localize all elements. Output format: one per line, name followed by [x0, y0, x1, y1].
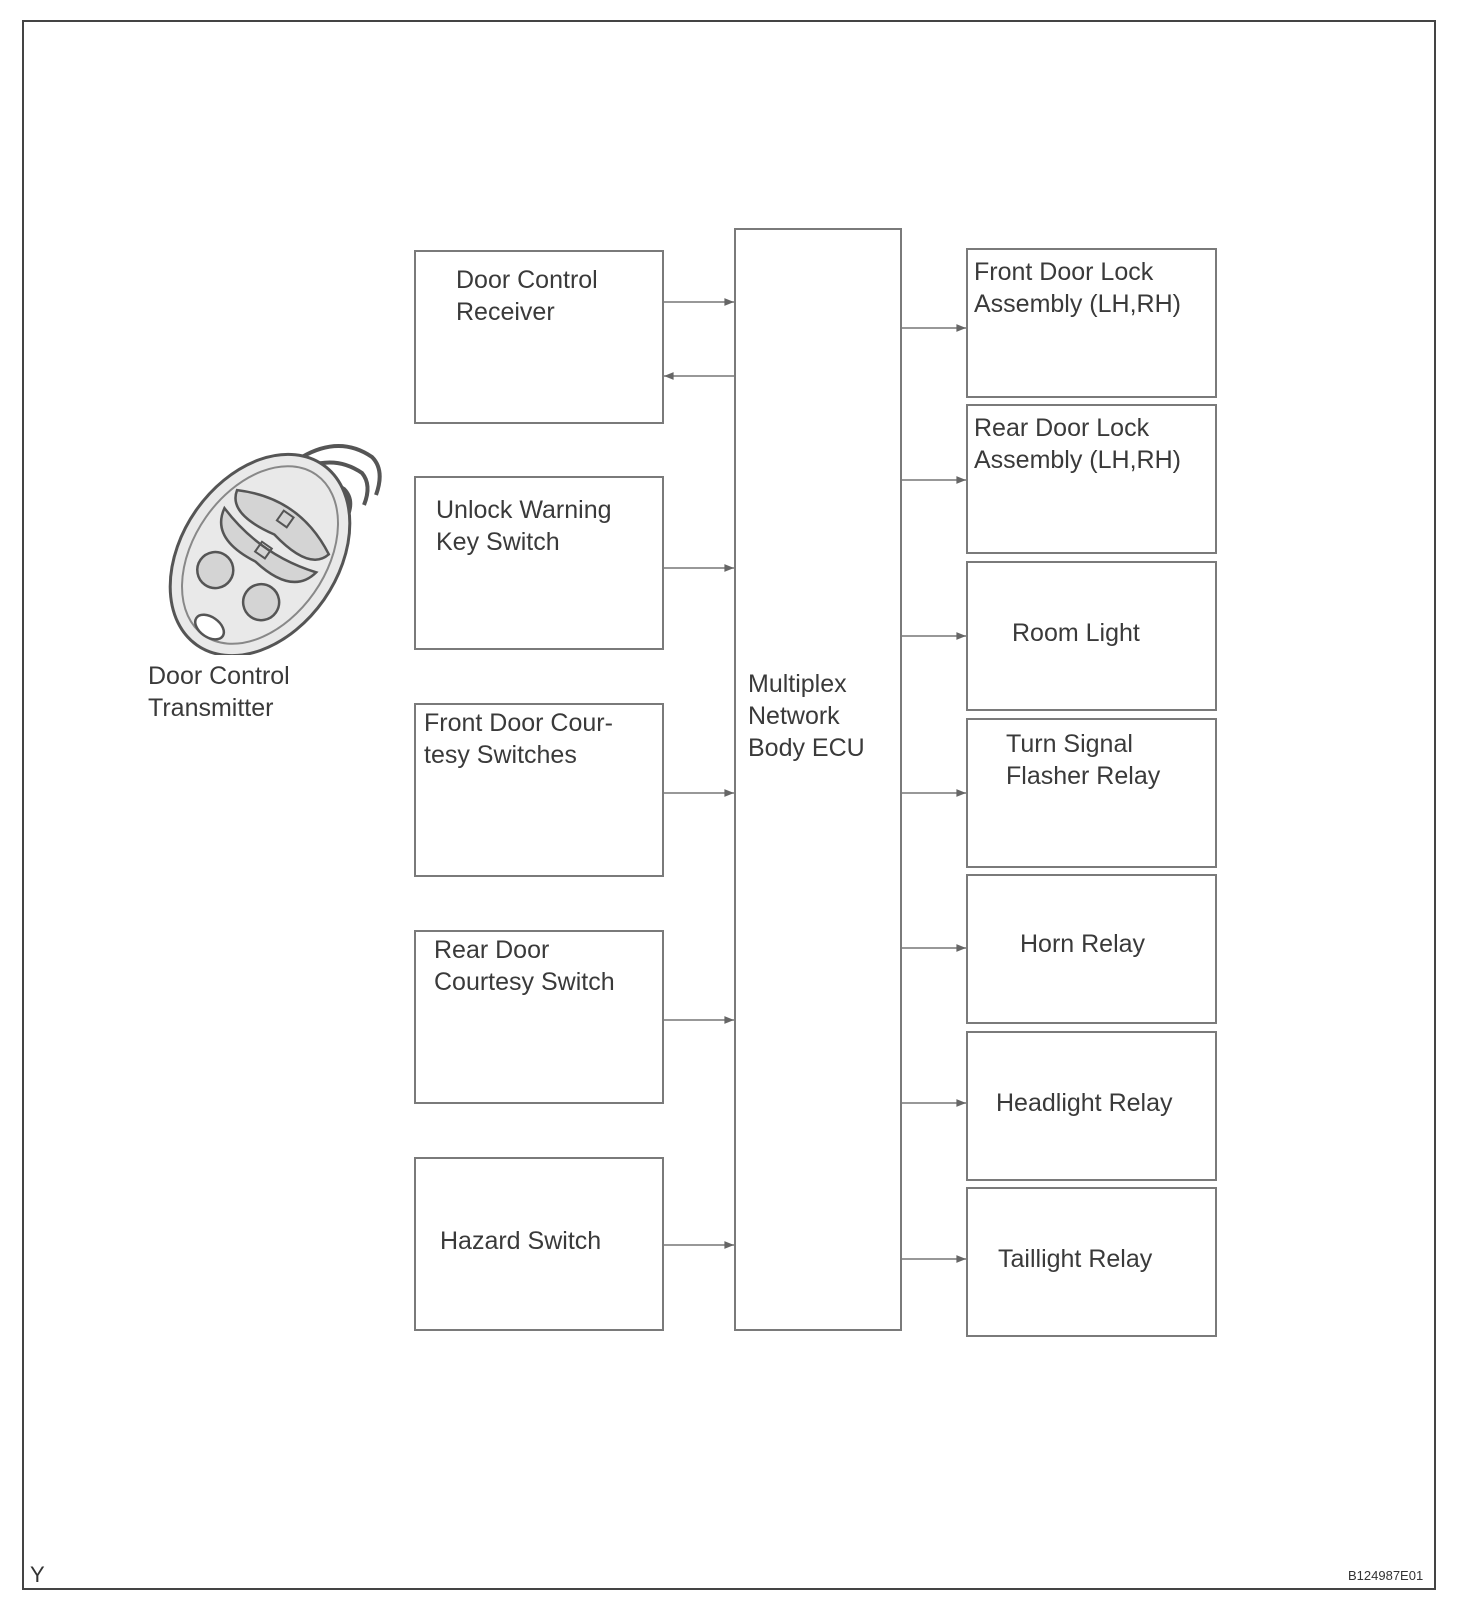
taillight-relay-box: Taillight Relay	[966, 1187, 1217, 1337]
door-control-receiver-label: Door Control Receiver	[456, 266, 598, 326]
room-light-label: Room Light	[1012, 619, 1140, 647]
hazard-switch-label: Hazard Switch	[440, 1227, 602, 1255]
taillight-relay-label: Taillight Relay	[998, 1245, 1153, 1273]
multiplex-network-body-ecu-box: Multiplex Network Body ECU	[734, 228, 902, 1331]
rear-door-courtesy-switch-label: Rear Door Courtesy Switch	[434, 936, 615, 996]
key-fob-icon	[168, 444, 382, 655]
horn-relay-box: Horn Relay	[966, 874, 1217, 1024]
headlight-relay-label: Headlight Relay	[996, 1089, 1173, 1117]
rear-door-courtesy-switch-box: Rear Door Courtesy Switch	[414, 930, 664, 1104]
rear-door-lock-assembly-label: Rear Door Lock Assembly (LH,RH)	[974, 414, 1181, 474]
front-door-lock-assembly-label: Front Door Lock Assembly (LH,RH)	[974, 258, 1181, 318]
front-door-lock-assembly-box: Front Door Lock Assembly (LH,RH)	[966, 248, 1217, 398]
hazard-switch-box: Hazard Switch	[414, 1157, 664, 1331]
horn-relay-label: Horn Relay	[1020, 930, 1146, 958]
door-control-receiver-box: Door Control Receiver	[414, 250, 664, 424]
headlight-relay-box: Headlight Relay	[966, 1031, 1217, 1181]
figure-code: B124987E01	[1348, 1568, 1424, 1583]
front-door-courtesy-switches-label: Front Door Cour- tesy Switches	[424, 709, 613, 769]
transmitter-label: Door Control Transmitter	[148, 662, 290, 722]
corner-mark: Y	[30, 1562, 45, 1587]
room-light-box: Room Light	[966, 561, 1217, 711]
unlock-warning-key-switch-box: Unlock Warning Key Switch	[414, 476, 664, 650]
rear-door-lock-assembly-box: Rear Door Lock Assembly (LH,RH)	[966, 404, 1217, 554]
ecu-label: Multiplex Network Body ECU	[748, 670, 865, 762]
front-door-courtesy-switches-box: Front Door Cour- tesy Switches	[414, 703, 664, 877]
turn-signal-flasher-relay-box: Turn Signal Flasher Relay	[966, 718, 1217, 868]
diagram-frame	[22, 20, 1436, 1590]
unlock-warning-key-switch-label: Unlock Warning Key Switch	[436, 496, 612, 556]
turn-signal-flasher-relay-label: Turn Signal Flasher Relay	[1006, 730, 1161, 790]
